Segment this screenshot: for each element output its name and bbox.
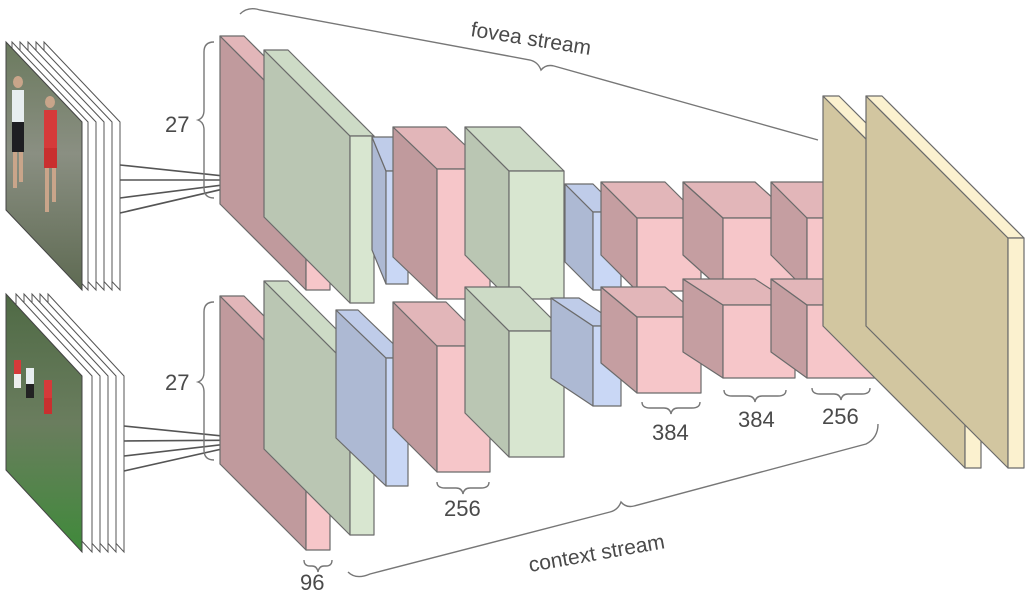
context-frame-front	[5, 292, 83, 554]
context-stream-brace	[347, 423, 879, 578]
fovea-input-stack	[5, 40, 121, 292]
fovea-norm2-front	[508, 170, 565, 300]
fc7-front	[1007, 237, 1025, 469]
conv5-channel-label: 256	[822, 404, 859, 429]
fovea-stream-brace	[239, 7, 819, 141]
conv1-channel-brace	[303, 559, 333, 573]
fovea-height-brace	[195, 41, 215, 199]
conv4-channel-label: 384	[738, 407, 775, 432]
conv1-channel-label: 96	[300, 570, 324, 595]
conv3-channel-label: 384	[652, 420, 689, 445]
conv5-channel-brace	[811, 387, 871, 401]
conv3-channel-brace	[641, 401, 701, 415]
context-norm2-front	[508, 330, 565, 458]
fovea-height-label: 27	[165, 112, 189, 137]
context-height-label: 27	[165, 370, 189, 395]
fovea-norm1-front	[349, 135, 375, 304]
fovea-stream-label: fovea stream	[469, 18, 592, 60]
conv2-channel-label: 256	[444, 496, 481, 521]
context-height-brace	[195, 301, 215, 461]
fovea-runners-image	[12, 76, 57, 212]
layer-blocks	[219, 35, 1025, 551]
conv4-channel-brace	[723, 389, 787, 403]
context-runners-image	[14, 360, 52, 414]
context-stream-label: context stream	[527, 530, 667, 577]
conv2-channel-brace	[436, 481, 490, 495]
context-input-stack	[5, 292, 125, 554]
